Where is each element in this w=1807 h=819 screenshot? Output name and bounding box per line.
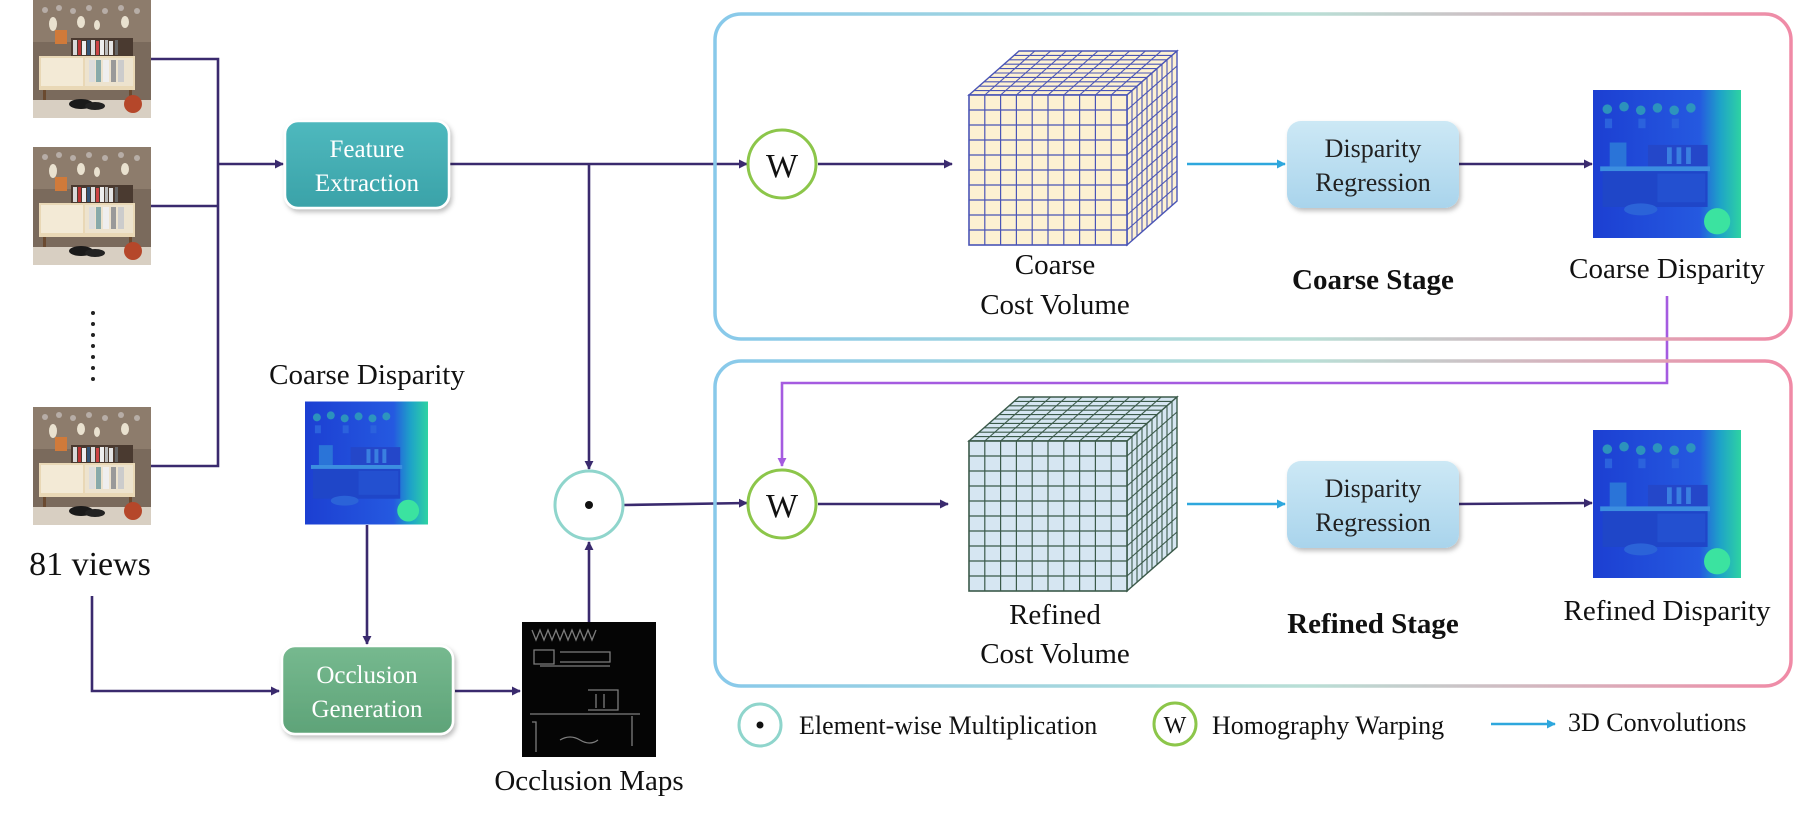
legend-warp-symbol: W <box>1164 713 1187 739</box>
disparity-regression-coarse: Disparity Regression <box>1287 121 1459 208</box>
coarse-disparity-input-label: Coarse Disparity <box>269 359 465 391</box>
connector-lines <box>90 57 1593 696</box>
conv3d-arrows <box>1187 159 1286 509</box>
input-view-1 <box>33 0 151 118</box>
occlusion-generation-block: Occlusion Generation <box>280 644 455 736</box>
legend-conv3d-label: 3D Convolutions <box>1568 708 1746 737</box>
refined-disparity-output-map <box>1593 430 1741 578</box>
coarse-to-refined-arrow <box>777 296 1669 467</box>
input-view-2 <box>33 147 151 265</box>
coarse-volume-label-2: Cost Volume <box>980 289 1130 321</box>
occlusion-label-2: Generation <box>311 696 423 723</box>
refined-volume-label-1: Refined <box>1009 599 1101 631</box>
legend: Element-wise Multiplication W Homography… <box>737 701 1746 748</box>
occlusion-maps-label: Occlusion Maps <box>494 765 683 797</box>
regression-coarse-label-2: Regression <box>1315 168 1431 197</box>
legend-homography: W Homography Warping <box>1152 701 1444 747</box>
coarse-cost-volume <box>967 49 1179 247</box>
occlusion-map-image <box>522 622 656 757</box>
coarse-stage-panel <box>713 12 1793 341</box>
refined-cost-volume <box>967 395 1179 593</box>
feature-label-2: Extraction <box>315 170 420 197</box>
feature-label-1: Feature <box>330 136 405 163</box>
coarse-disparity-output-map <box>1593 90 1741 238</box>
vertical-ellipsis <box>91 311 95 381</box>
elementwise-multiply-node <box>553 469 625 541</box>
warp-symbol-refined: W <box>766 488 799 525</box>
coarse-disparity-input-map <box>305 401 428 525</box>
warp-node-coarse: W <box>746 128 818 200</box>
feature-extraction-block: Feature Extraction <box>283 119 451 210</box>
regression-refined-label-2: Regression <box>1315 508 1431 537</box>
legend-conv3d: 3D Convolutions <box>1491 708 1746 737</box>
warp-node-refined: W <box>746 468 818 540</box>
refined-volume-label-2: Cost Volume <box>980 638 1130 670</box>
views-count-label: 81 views <box>29 546 151 583</box>
regression-refined-label-1: Disparity <box>1325 474 1422 503</box>
refined-stage-title: Refined Stage <box>1287 608 1459 640</box>
refined-stage-panel <box>713 359 1793 688</box>
input-view-81 <box>33 407 151 525</box>
regression-coarse-label-1: Disparity <box>1325 134 1422 163</box>
legend-elementwise-label: Element-wise Multiplication <box>799 711 1097 740</box>
refined-disparity-output-label: Refined Disparity <box>1564 595 1771 627</box>
warp-symbol-coarse: W <box>766 148 799 185</box>
legend-homography-label: Homography Warping <box>1212 711 1444 740</box>
occlusion-label-1: Occlusion <box>316 662 418 689</box>
legend-elementwise: Element-wise Multiplication <box>737 702 1097 748</box>
coarse-volume-label-1: Coarse <box>1015 249 1096 281</box>
coarse-disparity-output-label: Coarse Disparity <box>1569 253 1765 285</box>
disparity-regression-refined: Disparity Regression <box>1287 461 1459 548</box>
coarse-stage-title: Coarse Stage <box>1292 264 1454 296</box>
